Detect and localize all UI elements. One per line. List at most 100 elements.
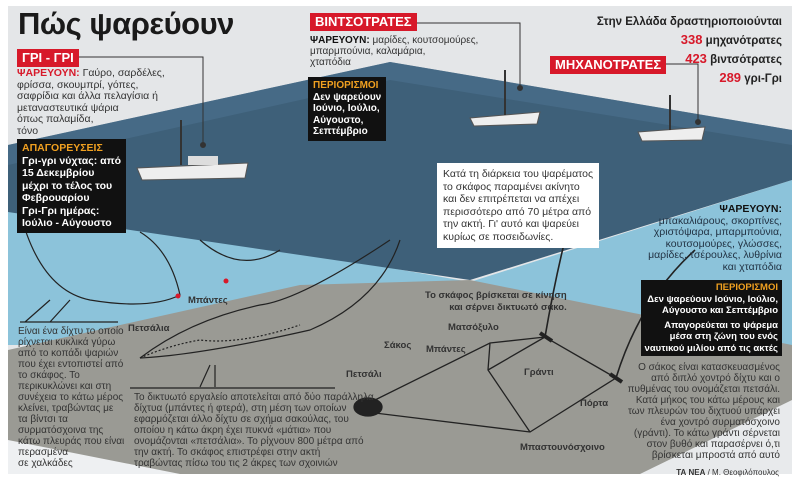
catch-line: μπαρμπούνια, καλαμάρια, [310,46,426,57]
callout-line: περισσότερο από 70 μέτρα από [443,205,592,218]
desc-line: πυθμένας του ονομάζεται πετσάλι. [627,384,780,395]
restriction-line: Δεν ψαρεύουν Ιούνιο, Ιούλιο, [647,293,778,305]
label-petsali: Πετσάλι [346,369,382,380]
catch-label: ΨΑΡΕΥΟΥΝ: [719,203,782,215]
desc-line: περικυκλώνει και στη [18,381,112,392]
gri-gri-label: ΓΡΙ - ΓΡΙ [17,49,79,67]
desc-line: Κατά μήκος του κάτω μέρους και [635,395,780,406]
gri-gri-bans: ΑΠΑΓΟΡΕΥΣΕΙΣ Γρι-γρι νύχτας: από 15 Δεκε… [17,139,127,233]
desc-line: βρίσκεται μπροστά από αυτό [651,450,780,461]
label-mpantes-vintsotrata: Μπάντες [188,295,228,306]
gri-gri-description: Είναι ένα δίχτυ το οποίο ρίχνεται κυκλικ… [18,326,124,469]
trawl-moving-note: Το σκάφος βρίσκεται σε κίνηση και σέρνει… [425,290,567,314]
restriction-line: Αύγουστο και Σεπτέμβριο [662,305,778,316]
credit: ΤΑ ΝΕΑ / Μ. Θεοφιλόπουλος [676,468,779,477]
desc-line: κλείνει, τραβώντας με [18,403,114,414]
desc-line: Ο σάκος είναι κατασκευασμένος [638,362,780,373]
gri-gri-net [19,211,281,323]
catch-line: μαρίδες, τσέρουλες, λυθρίνια [648,249,782,261]
stats-row: 423 βιντσότρατες [597,50,782,69]
callout-line: και δεν επιτρέπεται να απέχει [443,193,580,205]
desc-line: τα βίντσι τα [18,414,68,425]
desc-line: ρίχνεται κυκλικά γύρω [18,337,116,348]
catch-line: μπακαλιάρους, σκορπίνες, [658,214,782,227]
catch-line: τόνο [17,124,39,137]
ban-line: 15 Δεκεμβρίου [22,167,95,179]
desc-line: τραβώντας πίσω του τις 2 άκρες των σχοιν… [134,458,338,469]
desc-line: (γράντι). Το κάτω γράντι σέρνεται [633,428,780,439]
catch-line: φρίσσα, σκουμπρί, γόπες, [17,78,139,91]
boat-vintsotrata [469,70,541,127]
author: / Μ. Θεοφιλόπουλος [705,468,779,477]
seabed [8,280,792,474]
callout-line: το σκάφος παραμένει ακίνητο [443,180,580,193]
catch-line: όπως παλαμίδα, [17,113,94,125]
catch-line: χριστόψαρα, μπαρμπούνια, [653,226,782,238]
catch-line: μεταναστευτικά ψάρια [17,101,119,114]
desc-line: Είναι ένα δίχτυ το οποίο [18,326,124,337]
stats-row: 289 γρι-Γρι [597,69,782,88]
newspaper-name: ΤΑ ΝΕΑ [676,468,706,477]
mechanotrates-catch: ΨΑΡΕΥΟΥΝ: μπακαλιάρους, σκορπίνες, χριστ… [648,203,782,273]
ban-line: Γρι-γρι νύχτας: από [22,154,122,167]
callout-line: Κατά τη διάρκεια του ψαρέματος [443,168,594,180]
desc-line: Το δικτυωτό εργαλείο αποτελείται από δύο… [134,392,374,403]
gri-gri-catch: ΨΑΡΕΥΟΥΝ: Γαύρο, σαρδέλες, φρίσσα, σκουμ… [17,67,165,137]
stat-label: μηχανότρατες [702,35,782,47]
ban-line: Γρι-Γρι ημέρας: [22,204,100,217]
desc-line: σε χαλκάδες [18,458,73,469]
callout-line: την ακτή. Γι' αυτό και ψαρεύει [443,218,580,230]
desc-line: ονομάζονται «πετσάλια». Το ρίχνουν 800 μ… [134,436,364,447]
desc-line: περασμένα [18,447,68,458]
restriction-line: Δεν ψαρεύουν [313,91,382,103]
desc-line: το σκάφος. Το [18,370,80,381]
label-mpastounosxoino: Μπαστουνόσχοινο [520,442,605,453]
desc-line: που έχει εντοπιστεί από [18,359,124,370]
stat-count: 338 [680,32,703,47]
bans-title: ΑΠΑΓΟΡΕΥΣΕΙΣ [22,142,103,154]
restriction-line: Ιούνιο, Ιούλιο, [313,103,380,114]
restriction-line: Αύγουστο, [313,114,364,126]
page-title: Πώς ψαρεύουν [18,6,234,41]
catch-line: χταπόδια [310,57,351,68]
leader-lines [75,22,701,148]
restrictions-title: ΠΕΡΙΟΡΙΣΜΟΙ [313,80,379,91]
mechanotrates-restrictions: ΠΕΡΙΟΡΙΣΜΟΙ Δεν ψαρεύουν Ιούνιο, Ιούλιο,… [640,280,782,356]
ban-line: Ιούλιο - Αύγουστο [22,217,112,229]
desc-line: εφαρμόζεται άλλο δίχτυ σε σχήμα σακούλας… [134,414,349,425]
desc-line: κάτω πλευράς που είναι [18,436,125,447]
label-mpantes-trawl: Μπάντες [426,344,466,355]
catch-line: και χταπόδια [722,260,782,273]
note-line: Το σκάφος βρίσκεται σε κίνηση [425,290,567,301]
vintsotrates-label: ΒΙΝΤΣΟΤΡΑΤΕΣ [310,13,417,31]
catch-label: ΨΑΡΕΥΟΥΝ: [310,35,370,46]
label-porta: Πόρτα [580,398,609,409]
vintsotrates-callout: Κατά τη διάρκεια του ψαρέματος το σκάφος… [437,163,600,248]
callout-line: κυρίως σε ποσειδωνίες. [443,230,554,243]
greece-stats: Στην Ελλάδα δραστηριοποιούνται 338 μηχαν… [597,13,782,88]
desc-line: οποίου η κάτω άκρη έχει πυκνά «μάτια» πο… [134,425,332,436]
desc-line: από το κοπάδι ψαριών [18,348,119,359]
label-granti: Γράντι [524,367,554,378]
catch-line: Γαύρο, σαρδέλες, [82,67,165,79]
restriction-line: ναυτικού μιλίου από τις ακτές [644,342,778,354]
label-matsoxylo: Ματσόξυλο [448,322,499,333]
restriction-line: Σεπτέμβριο [313,126,368,137]
stat-count: 289 [719,70,742,85]
stat-count: 423 [685,51,707,66]
stat-label: γρι-Γρι [741,73,782,85]
boat-gri-gri [136,120,249,181]
ban-line: Φεβρουαρίου [22,192,90,204]
catch-line: σαφρίδια και άλλα πελαγίσια ή [17,90,158,102]
underwater [8,180,792,345]
boat-mechanotrata [637,95,706,142]
vintsotrates-restrictions: ΠΕΡΙΟΡΙΣΜΟΙ Δεν ψαρεύουν Ιούνιο, Ιούλιο,… [308,77,387,141]
catch-line: κουτσομούρες, γλώσσες, [665,237,782,250]
ban-line: μέχρι το τέλος του [22,179,113,192]
stats-row: 338 μηχανότρατες [597,31,782,50]
label-petsalia: Πετσάλια [128,323,170,334]
catch-line: μαρίδες, κουτσομούρες, [369,35,479,46]
desc-line: συνέχεια το κάτω μέρος [18,392,124,403]
desc-line: των πλευρών του διχτυού υπάρχει [627,406,780,417]
label-sakos: Σάκος [384,340,412,351]
